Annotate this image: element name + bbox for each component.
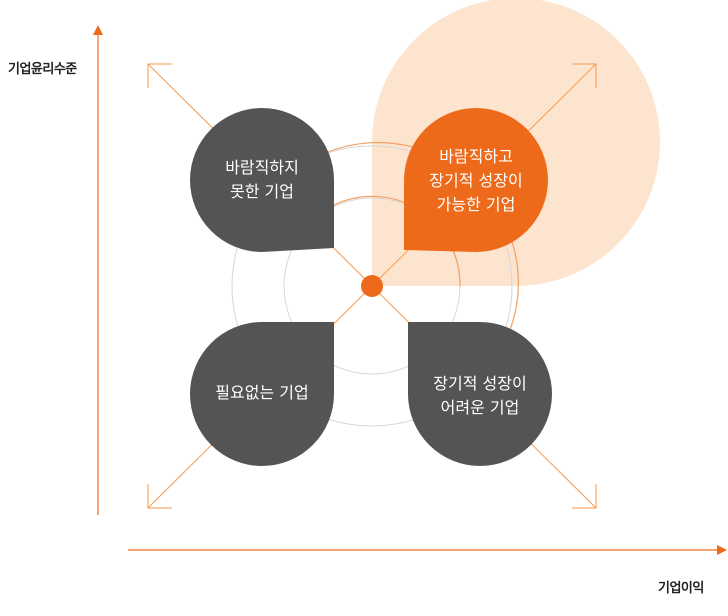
arrow-head-top-right (572, 63, 597, 88)
quadrant-label-bottom-right: 장기적 성장이 어려운 기업 (433, 372, 526, 420)
quadrant-label-bottom-right-line-2: 어려운 기업 (440, 398, 520, 417)
center-dot (361, 275, 383, 297)
quadrant-label-top-right-line-2: 장기적 성장이 (429, 171, 523, 190)
quadrant-label-bottom-right-line-1: 장기적 성장이 (433, 374, 527, 393)
blob-bottom-right (408, 322, 552, 466)
blob-bottom-left (190, 322, 334, 466)
arrow-head-top-left (147, 63, 172, 88)
quadrant-label-bottom-left-line-1: 필요없는 기업 (215, 383, 309, 402)
x-axis-label: 기업이익 (658, 581, 704, 596)
quadrant-label-top-right-line-3: 가능한 기업 (436, 195, 516, 214)
quadrant-label-top-left-line-2: 못한 기업 (230, 182, 294, 201)
gray-ring-outer (231, 145, 513, 427)
quadrant-label-top-left-line-1: 바람직하지 (225, 158, 299, 177)
quadrant-label-top-right: 바람직하고 장기적 성장이 가능한 기업 (429, 145, 522, 217)
quadrant-label-top-right-line-1: 바람직하고 (439, 147, 513, 166)
quadrant-label-bottom-left: 필요없는 기업 (215, 381, 308, 405)
arrow-head-bottom-left (147, 484, 172, 509)
blob-top-left (190, 108, 334, 252)
blob-top-right (404, 108, 548, 252)
quadrant-label-top-left: 바람직하지 못한 기업 (225, 156, 299, 204)
y-axis-label: 기업윤리수준 (8, 62, 77, 77)
arrow-head-bottom-right (572, 484, 597, 509)
